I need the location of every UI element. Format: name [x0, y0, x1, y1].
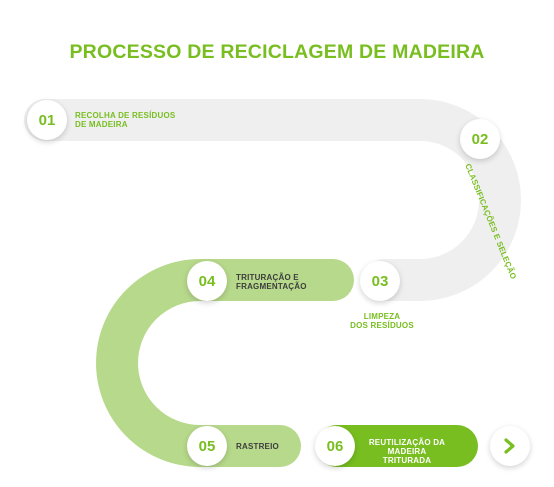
- step-04-label-line2: FRAGMENTAÇÃO: [236, 282, 307, 291]
- track-segment-gray: [24, 99, 521, 301]
- step-01-circle: 01: [27, 100, 67, 140]
- track-segment-light-green: [96, 259, 354, 467]
- step-01-label-line2: DE MADEIRA: [75, 120, 128, 129]
- step-03-label: LIMPEZA DOS RESÍDUOS: [344, 312, 420, 330]
- step-04-circle: 04: [187, 261, 227, 301]
- step-01-label-line1: RECOLHA DE RESÍDUOS: [75, 111, 176, 120]
- chevron-right-icon: [504, 438, 515, 454]
- step-03-circle: 03: [360, 261, 400, 301]
- step-02-circle: 02: [460, 119, 500, 159]
- step-04-label: TRITURAÇÃO E FRAGMENTAÇÃO: [236, 273, 307, 291]
- page-title: PROCESSO DE RECICLAGEM DE MADEIRA: [69, 41, 485, 63]
- step-05-circle: 05: [187, 426, 227, 466]
- step-01-label: RECOLHA DE RESÍDUOS DE MADEIRA: [75, 111, 175, 129]
- step-06-label-line2: MADEIRA TRITURADA: [382, 447, 432, 465]
- step-06-label-line1: REUTILIZAÇÃO DA: [368, 438, 446, 447]
- step-04-label-line1: TRITURAÇÃO E: [236, 273, 299, 282]
- step-05-label: RASTREIO: [236, 442, 279, 451]
- step-03-label-line1: LIMPEZA: [363, 312, 401, 321]
- step-06-circle: 06: [315, 426, 355, 466]
- step-03-label-line2: DOS RESÍDUOS: [350, 321, 414, 330]
- next-button[interactable]: [490, 426, 530, 466]
- step-06-label: REUTILIZAÇÃO DA MADEIRA TRITURADA: [366, 438, 448, 465]
